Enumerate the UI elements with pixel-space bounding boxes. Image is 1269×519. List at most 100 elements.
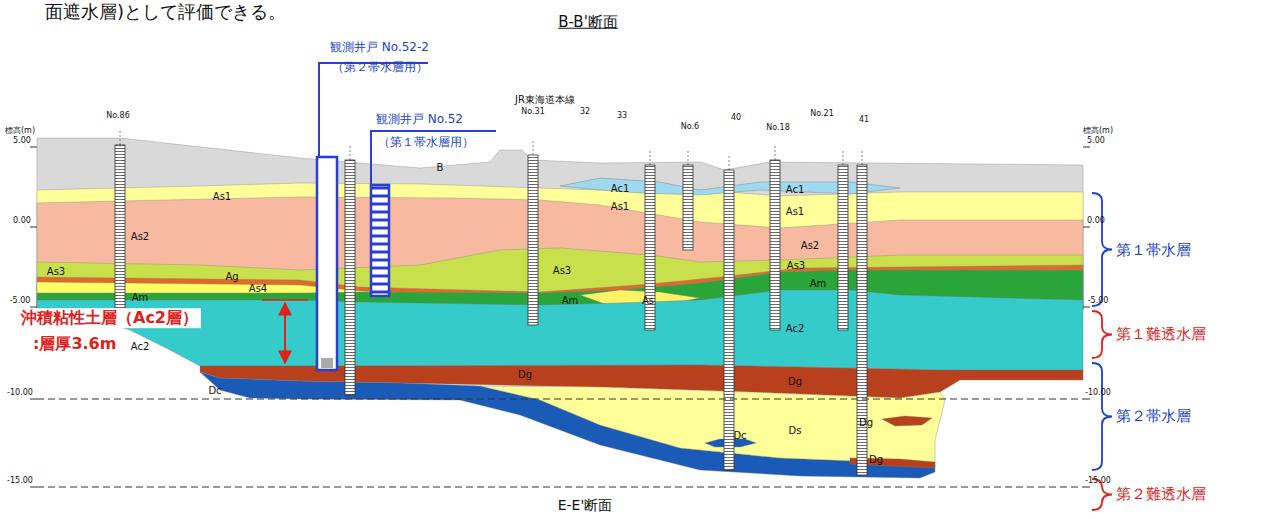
section-label: E-E'断面 (558, 498, 613, 513)
dimension-line (262, 299, 308, 301)
layer-label: Dg (869, 454, 883, 465)
borehole-number: No.6 (681, 123, 699, 132)
axis-tick (1083, 307, 1090, 308)
elevation-value: -10.00 (7, 389, 33, 398)
axis-tick (30, 227, 37, 228)
borehole-leader (650, 151, 651, 165)
elevation-value: -10.00 (1085, 389, 1111, 398)
layer-bracket (1092, 193, 1112, 306)
layer-label: Dg (859, 417, 873, 428)
layer-label: As4 (249, 283, 267, 294)
well-label: 観測井戸 No.52-2 (330, 41, 429, 54)
borehole-log (528, 155, 538, 325)
axis-tick (1083, 487, 1090, 488)
borehole-leader (843, 151, 844, 165)
layer-label: As2 (131, 231, 149, 242)
borehole-number: 41 (859, 116, 869, 125)
axis-title: 標高(m) (5, 127, 35, 136)
borehole-number: No.31 (521, 108, 544, 117)
borehole-log (857, 165, 867, 475)
soil-lens (37, 290, 1083, 372)
layer-label: As1 (611, 201, 629, 212)
layer-label: Ac2 (131, 341, 150, 352)
soil-layer (37, 197, 1083, 310)
borehole-log (838, 165, 848, 330)
elevation-value: -5.00 (10, 297, 31, 306)
dimension-arrow (284, 303, 286, 363)
note-text: 面遮水層)として評価できる。 (45, 2, 286, 22)
layer-label: Am (810, 278, 827, 289)
axis-tick (30, 399, 37, 400)
aquitard-label: 第１難透水層 (1116, 326, 1206, 343)
borehole-leader (120, 131, 121, 145)
layer-label: B (437, 162, 444, 173)
borehole-number: No.86 (106, 112, 129, 121)
borehole-log (683, 165, 693, 250)
layer-label: Ac1 (786, 184, 805, 195)
layer-label: As3 (787, 260, 805, 271)
layer-label: Dc (733, 430, 746, 441)
well-screen (321, 358, 333, 368)
soil-lens (882, 416, 932, 426)
elevation-value: -5.00 (1088, 297, 1109, 306)
aquitard-label: 第２難透水層 (1116, 486, 1206, 503)
layer-label: As2 (801, 240, 819, 251)
well-label: （第１帯水層用） (378, 136, 474, 149)
borehole-number: No.18 (766, 124, 789, 133)
borehole-log (724, 170, 734, 470)
elevation-value: -15.00 (7, 477, 33, 486)
layer-label: As1 (786, 206, 804, 217)
layer-label: As3 (47, 266, 65, 277)
well-label: 観測井戸 No.52 (376, 113, 463, 126)
aquifer-label: 第２帯水層 (1116, 408, 1191, 425)
railway-label: JR東海道本線 (515, 94, 575, 105)
layer-label: Dg (788, 376, 802, 387)
observation-well (371, 185, 389, 296)
axis-tick (30, 487, 37, 488)
layer-bracket (1092, 363, 1112, 470)
layer-label: Ds (789, 425, 802, 436)
soil-layer (37, 138, 1083, 310)
layer-label: Dg (518, 369, 532, 380)
layer-label: As (642, 295, 654, 306)
annotation-text: 沖積粘性土層（Ac2層） (18, 308, 201, 328)
soil-layer (37, 183, 1083, 310)
well-leader (371, 131, 496, 185)
axis-tick (30, 147, 37, 148)
layer-label: As3 (553, 265, 571, 276)
borehole-number: 40 (731, 114, 741, 123)
soil-lens (480, 386, 945, 465)
axis-tick (1083, 147, 1090, 148)
borehole-leader (350, 146, 351, 160)
elevation-line (37, 399, 1083, 400)
section-title: B-B'断面 (558, 14, 618, 31)
borehole-leader (533, 141, 534, 155)
axis-title: 標高(m) (1083, 127, 1113, 136)
layer-bracket (1092, 311, 1112, 358)
layer-label: Ag (225, 271, 238, 282)
axis-tick (1083, 227, 1090, 228)
borehole-number: 33 (617, 112, 627, 121)
layer-label: Ac1 (611, 183, 630, 194)
layer-label: Dc (208, 385, 221, 396)
borehole-leader (775, 146, 776, 160)
well-label: （第２帯水層用） (332, 61, 428, 74)
borehole-number: 32 (580, 108, 590, 117)
layer-label: Am (132, 292, 149, 303)
borehole-leader (729, 156, 730, 170)
observation-well (317, 157, 337, 370)
elevation-value: 5.00 (13, 137, 31, 146)
elevation-value: 0.00 (1087, 217, 1105, 226)
annotation-text: :層厚3.6m (30, 334, 119, 354)
borehole-leader (688, 151, 689, 165)
borehole-log (115, 145, 125, 315)
layer-label: Am (562, 295, 579, 306)
elevation-value: 5.00 (1087, 137, 1105, 146)
layer-label: As1 (213, 191, 231, 202)
layer-label: Ac2 (786, 323, 805, 334)
elevation-value: 0.00 (13, 217, 31, 226)
borehole-log (345, 160, 355, 395)
elevation-line (37, 487, 1083, 488)
borehole-leader (862, 151, 863, 165)
